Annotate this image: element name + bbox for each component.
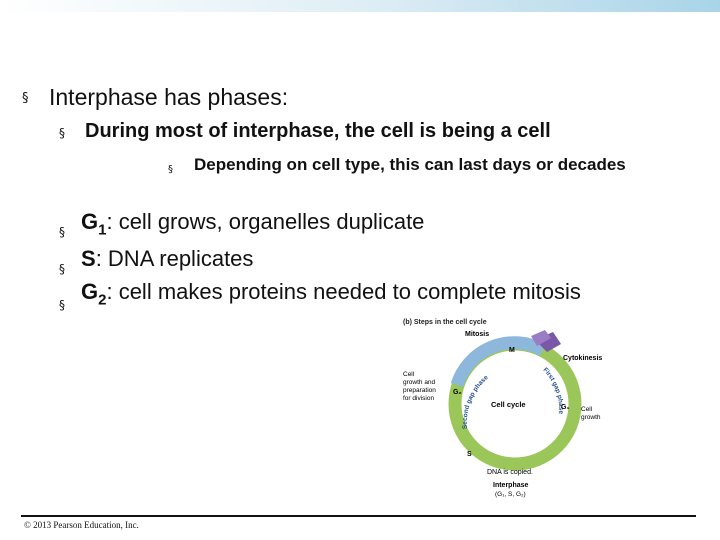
s-label: S bbox=[467, 451, 472, 458]
bullet-text: Depending on cell type, this can last da… bbox=[194, 155, 626, 174]
dna-copied-label: DNA is copied. bbox=[487, 469, 533, 476]
bullet-text: S: DNA replicates bbox=[81, 246, 254, 271]
growth-line-1: Cell bbox=[581, 406, 593, 413]
prep-line-3: preparation bbox=[403, 387, 436, 394]
copyright: © 2013 Pearson Education, Inc. bbox=[24, 520, 139, 530]
footer-rule bbox=[21, 515, 696, 517]
cell-cycle-label: Cell cycle bbox=[491, 400, 526, 409]
g1-label: G₁ bbox=[561, 404, 569, 411]
bullet-marker: § bbox=[59, 225, 65, 239]
bullet-being-a-cell: § During most of interphase, the cell is… bbox=[59, 120, 551, 143]
bullet-marker: § bbox=[59, 126, 65, 140]
mitosis-label: Mitosis bbox=[465, 331, 489, 338]
bullet-g1: § G1: cell grows, organelles duplicate bbox=[59, 203, 424, 251]
bullet-marker: § bbox=[168, 164, 173, 175]
bullet-s: § S: DNA replicates bbox=[59, 240, 253, 288]
interphase-label: Interphase bbox=[493, 482, 529, 489]
bullet-interphase-phases: § Interphase has phases: bbox=[22, 84, 288, 111]
growth-line-2: growth bbox=[581, 414, 601, 421]
prep-line-2: growth and bbox=[403, 379, 436, 386]
bullet-duration: § Depending on cell type, this can last … bbox=[168, 153, 688, 182]
bullet-marker: § bbox=[59, 262, 65, 276]
bullet-text: G2: cell makes proteins needed to comple… bbox=[81, 279, 581, 309]
prep-line-1: Cell bbox=[403, 371, 415, 378]
interphase-phases-label: (G₁, S, G₂) bbox=[495, 491, 526, 498]
bullet-text: G1: cell grows, organelles duplicate bbox=[81, 209, 425, 239]
bullet-g2: § G2: cell makes proteins needed to comp… bbox=[59, 276, 619, 324]
prep-line-4: for division bbox=[403, 395, 434, 402]
cell-cycle-diagram: (b) Steps in the cell cycle Mitosis M Cy… bbox=[403, 319, 602, 498]
bullet-marker: § bbox=[22, 91, 29, 106]
bullet-marker: § bbox=[59, 298, 65, 312]
bullet-text: Interphase has phases: bbox=[49, 84, 289, 110]
cytokinesis-label: Cytokinesis bbox=[563, 355, 602, 362]
top-gradient-bar bbox=[0, 0, 720, 12]
m-label: M bbox=[509, 347, 515, 354]
mitosis-band bbox=[450, 336, 547, 388]
g2-label: G₂ bbox=[453, 389, 462, 396]
bullet-text: During most of interphase, the cell is b… bbox=[85, 120, 551, 142]
cytokinesis-arrow bbox=[535, 332, 561, 352]
diagram-title: (b) Steps in the cell cycle bbox=[403, 319, 487, 326]
